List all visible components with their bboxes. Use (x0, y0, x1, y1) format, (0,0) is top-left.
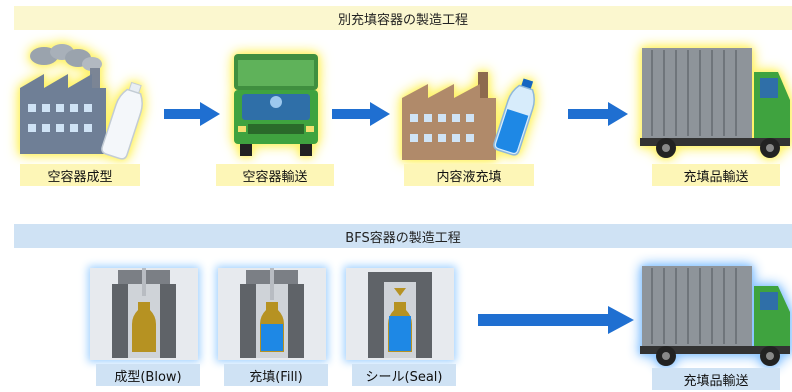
filled-product-transport-illustration (640, 266, 790, 366)
factory-icon (402, 72, 496, 160)
arrow-right-icon (164, 102, 220, 126)
step-label-blow: 成型(Blow) (96, 364, 200, 386)
arrow-right-icon (332, 102, 390, 126)
arrow-right-icon (478, 306, 634, 334)
blow-mold-icon (112, 268, 176, 358)
seal-step-panel (346, 268, 454, 360)
section-title-bfs: BFS容器の製造工程 (14, 224, 792, 248)
filled-product-transport-illustration (640, 48, 790, 158)
seal-mold-icon (368, 272, 432, 358)
step-label-product-transport-top: 充填品輸送 (652, 164, 780, 186)
fill-step-panel (218, 268, 326, 360)
truck-front-icon (234, 54, 318, 156)
arrow-right-icon (568, 102, 628, 126)
step-label-liquid-filling: 内容液充填 (404, 164, 534, 186)
factory-icon (20, 44, 106, 154)
liquid-filling-illustration (402, 72, 535, 160)
step-label-empty-molding: 空容器成型 (20, 164, 140, 186)
filled-bottle-icon (493, 78, 535, 156)
fill-mold-icon (240, 268, 304, 358)
step-label-empty-transport: 空容器輸送 (216, 164, 334, 186)
box-truck-icon (640, 266, 790, 366)
empty-container-transport-illustration (234, 54, 318, 156)
step-label-product-transport-bottom: 充填品輸送 (652, 368, 780, 390)
step-label-seal: シール(Seal) (352, 364, 456, 386)
empty-bottle-icon (101, 81, 143, 160)
empty-container-molding-illustration (20, 44, 143, 160)
box-truck-icon (640, 48, 790, 158)
step-label-fill: 充填(Fill) (224, 364, 328, 386)
section-title-separate-filling: 別充填容器の製造工程 (14, 6, 792, 30)
blow-step-panel (90, 268, 198, 360)
